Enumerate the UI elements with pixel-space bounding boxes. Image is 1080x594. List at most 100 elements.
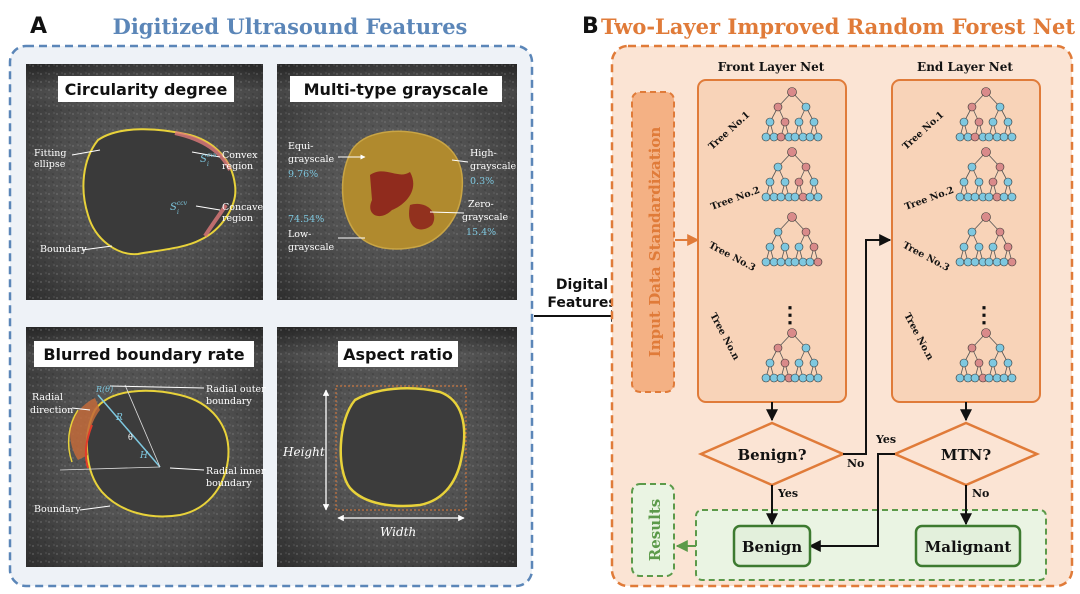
tree-node bbox=[780, 117, 790, 127]
tree-node bbox=[984, 373, 994, 383]
tree-node bbox=[773, 227, 783, 237]
tree-node bbox=[1007, 192, 1017, 202]
tree-node bbox=[809, 358, 819, 368]
tree-node bbox=[995, 227, 1005, 237]
sector-line-1 bbox=[124, 384, 161, 468]
tree-node bbox=[813, 132, 823, 142]
benign-result: Benign bbox=[742, 538, 802, 556]
convex-label-2: region bbox=[222, 161, 253, 172]
end-dots: ⋮ bbox=[973, 302, 995, 328]
tree-node bbox=[974, 117, 984, 127]
tree-node bbox=[773, 162, 783, 172]
low-pct: 74.54% bbox=[288, 214, 324, 225]
tree-node bbox=[999, 132, 1009, 142]
tree-node bbox=[805, 257, 815, 267]
blurred-band bbox=[70, 398, 100, 460]
tree-node bbox=[999, 192, 1009, 202]
bounding-box bbox=[335, 385, 467, 511]
high-label-2: grayscale bbox=[470, 161, 517, 172]
malignant-result: Malignant bbox=[925, 538, 1012, 556]
panel-b-letter: B bbox=[582, 14, 599, 39]
tree-node bbox=[981, 147, 991, 157]
blurred-title: Blurred boundary rate bbox=[43, 345, 244, 364]
inner-pointer bbox=[169, 467, 205, 471]
tree-node bbox=[970, 373, 980, 383]
low-label-1: Low- bbox=[288, 229, 311, 240]
equi-pct: 9.76% bbox=[288, 169, 318, 180]
grayscale-title: Multi-type grayscale bbox=[304, 80, 489, 99]
tree-node bbox=[765, 358, 775, 368]
tree-node bbox=[984, 257, 994, 267]
high-pct: 0.3% bbox=[470, 176, 494, 187]
panel-a-title: Digitized Ultrasound Features bbox=[113, 14, 468, 39]
front-dots: ⋮ bbox=[779, 302, 801, 328]
tree-node bbox=[801, 162, 811, 172]
tree-node bbox=[999, 373, 1009, 383]
zero-pointer bbox=[429, 211, 465, 214]
tree-node bbox=[955, 192, 965, 202]
fitting-label: Fitting bbox=[34, 148, 67, 159]
tree-node bbox=[955, 373, 965, 383]
tree-node bbox=[805, 373, 815, 383]
tree-node bbox=[809, 177, 819, 187]
panel-a-letter: A bbox=[30, 14, 47, 39]
radial-pointer bbox=[71, 407, 91, 411]
benign-yes-label: Yes bbox=[777, 487, 798, 500]
tree-node bbox=[780, 242, 790, 252]
tree-node bbox=[780, 177, 790, 187]
tree-node bbox=[794, 177, 804, 187]
benign-no-label: No bbox=[847, 457, 864, 470]
tree-node bbox=[794, 242, 804, 252]
tree-node bbox=[1007, 132, 1017, 142]
tree-node bbox=[974, 358, 984, 368]
rtheta-label: R(θ) bbox=[95, 385, 113, 394]
front-layer-trees bbox=[761, 87, 823, 383]
tree-node bbox=[776, 192, 786, 202]
radial-line bbox=[97, 394, 161, 468]
concave-pointer bbox=[195, 205, 221, 211]
inner-label-1: Radial inner bbox=[206, 466, 266, 477]
tree-node bbox=[761, 257, 771, 267]
r-label: R bbox=[115, 413, 123, 423]
grayscale-title-box bbox=[290, 76, 502, 102]
end-layer-label: End Layer Net bbox=[917, 60, 1013, 74]
tree-node bbox=[988, 358, 998, 368]
circularity-title: Circularity degree bbox=[65, 80, 228, 99]
tree-node bbox=[801, 102, 811, 112]
tree-node bbox=[955, 257, 965, 267]
tree-node bbox=[790, 192, 800, 202]
tree-node bbox=[970, 257, 980, 267]
malignant-result-box bbox=[914, 524, 1022, 568]
tree-node bbox=[809, 117, 819, 127]
lesion-boundary bbox=[82, 128, 237, 256]
aspect-image: Aspect ratio Height Width bbox=[277, 327, 517, 567]
tree-node bbox=[967, 162, 977, 172]
tree-node bbox=[984, 132, 994, 142]
blurred-boundary bbox=[85, 389, 230, 518]
aspect-title: Aspect ratio bbox=[343, 345, 453, 364]
end-layer-trees bbox=[955, 87, 1017, 383]
tree-node bbox=[959, 242, 969, 252]
boundary-pointer bbox=[81, 245, 113, 251]
mtn-question: MTN? bbox=[941, 446, 991, 464]
tree-node bbox=[995, 102, 1005, 112]
tree-node bbox=[967, 343, 977, 353]
radial-label-1: Radial bbox=[32, 392, 63, 403]
tree-node bbox=[967, 227, 977, 237]
tree-node bbox=[765, 117, 775, 127]
blurred-image: Blurred boundary rate Radial direction R… bbox=[26, 327, 266, 567]
tree-node bbox=[790, 132, 800, 142]
mtn-yes-label: Yes bbox=[875, 433, 896, 446]
zero-label-2: grayscale bbox=[462, 212, 509, 223]
tree-node bbox=[970, 192, 980, 202]
tree-node bbox=[981, 87, 991, 97]
tree-node bbox=[1007, 257, 1017, 267]
tree-node bbox=[959, 177, 969, 187]
concave-region bbox=[203, 203, 228, 238]
concave-label-1: Concave bbox=[222, 202, 263, 213]
input-standardization-label: Input Data Standardization bbox=[646, 127, 664, 358]
tree-node bbox=[787, 87, 797, 97]
high-pointer bbox=[451, 159, 469, 163]
tree-node bbox=[1003, 242, 1013, 252]
